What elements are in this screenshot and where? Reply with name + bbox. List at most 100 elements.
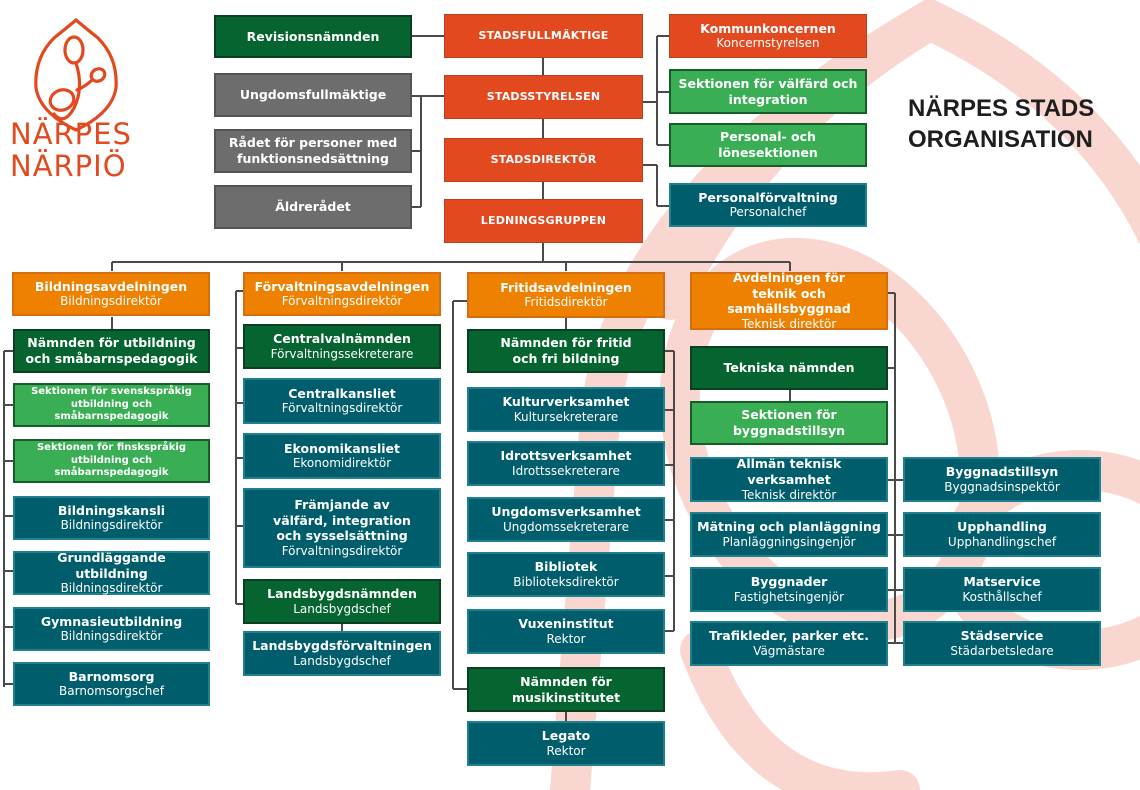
box-byggnader[interactable]: Byggnader Fastighetsingenjör: [690, 567, 888, 612]
box-landsbygdsnamnden[interactable]: Landsbygdsnämnden Landsbygdschef: [243, 579, 441, 624]
box-subtitle: Rektor: [546, 743, 586, 758]
box-allman-teknisk-verksamhet[interactable]: Allmän teknisk verksamhet Teknisk direkt…: [690, 456, 888, 502]
box-title: Bildningsavdelningen: [34, 278, 188, 294]
box-title: Legato: [541, 728, 591, 744]
box-subtitle: Kosthållschef: [962, 589, 1042, 604]
box-subtitle: Landsbygdschef: [293, 653, 391, 668]
box-title: Gymnasieutbildning: [40, 613, 183, 629]
box-aldreradet[interactable]: Äldrerådet: [214, 185, 412, 229]
box-stadsfullmaktige[interactable]: STADSFULLMÄKTIGE: [444, 14, 643, 58]
box-title: Trafikleder, parker etc.: [708, 628, 870, 644]
box-subtitle: Förvaltningsdirektör: [281, 401, 403, 416]
box-stadservice[interactable]: Städservice Städarbetsledare: [903, 621, 1101, 666]
box-title: Landsbygdsförvaltningen: [252, 638, 432, 654]
box-subtitle: Landsbygdschef: [293, 601, 391, 616]
box-matservice[interactable]: Matservice Kosthållschef: [903, 567, 1101, 612]
box-fritidsavdelningen[interactable]: Fritidsavdelningen Fritidsdirektör: [467, 272, 665, 318]
box-subtitle: Barnomsorgschef: [59, 684, 164, 699]
box-forvaltningsavdelningen[interactable]: Förvaltningsavdelningen Förvaltningsdire…: [243, 272, 441, 316]
box-title: Äldrerådet: [275, 199, 351, 215]
box-tekniska-namnden[interactable]: Tekniska nämnden: [690, 346, 888, 390]
box-ungdomsfullmaktige[interactable]: Ungdomsfullmäktige: [214, 73, 412, 117]
box-title: Nämnden för musikinstitutet: [511, 673, 621, 705]
box-title: Bibliotek: [534, 559, 598, 575]
box-title: Rådet för personer med funktionsnedsättn…: [228, 135, 398, 166]
box-vuxeninstitut[interactable]: Vuxeninstitut Rektor: [467, 609, 665, 654]
box-sektionen-finsksprakig[interactable]: Sektionen för finskspråkig utbildning oc…: [13, 439, 210, 483]
box-trafikleder[interactable]: Trafikleder, parker etc. Vägmästare: [690, 621, 888, 666]
box-sektionen-byggnadstillsyn[interactable]: Sektionen för byggnadstillsyn: [690, 401, 888, 445]
box-personalforvaltning[interactable]: Personalförvaltning Personalchef: [669, 183, 867, 227]
box-legato[interactable]: Legato Rektor: [467, 721, 665, 766]
box-radet-funktionsnedsattning[interactable]: Rådet för personer med funktionsnedsättn…: [214, 129, 412, 173]
box-grundlaggande-utbildning[interactable]: Grundläggande utbildning Bildningsdirekt…: [13, 549, 210, 595]
box-kommunkoncernen[interactable]: Kommunkoncernen Koncernstyrelsen: [669, 14, 867, 58]
box-kulturverksamhet[interactable]: Kulturverksamhet Kultursekreterare: [467, 387, 665, 432]
box-upphandling[interactable]: Upphandling Upphandlingschef: [903, 512, 1101, 557]
box-subtitle: Bildningsdirektör: [60, 629, 163, 644]
box-personal-lonesektionen[interactable]: Personal- och lönesektionen: [669, 123, 867, 167]
box-subtitle: Ungdomssekreterare: [503, 519, 629, 534]
box-subtitle: Kultursekreterare: [513, 409, 619, 424]
title-line-1: NÄRPES STADS: [908, 95, 1095, 122]
box-stadsdirektor[interactable]: STADSDIREKTÖR: [444, 138, 643, 182]
box-subtitle: Teknisk direktör: [741, 487, 837, 502]
box-title: Ekonomikansliet: [283, 440, 400, 456]
box-title: Ungdomsverksamhet: [491, 504, 641, 520]
box-subtitle: Förvaltningssekreterare: [270, 346, 414, 361]
box-title: Grundläggande utbildning: [57, 549, 166, 581]
box-ledningsgruppen[interactable]: LEDNINGSGRUPPEN: [444, 199, 643, 243]
box-title: Personalförvaltning: [698, 189, 838, 205]
box-title: Sektionen för byggnadstillsyn: [732, 407, 846, 438]
box-avdelningen-teknik[interactable]: Avdelningen för teknik och samhällsbyggn…: [690, 270, 888, 331]
box-subtitle: Städarbetsledare: [950, 643, 1054, 658]
box-subtitle: Rektor: [546, 631, 586, 646]
box-title: Ungdomsfullmäktige: [239, 87, 387, 103]
box-subtitle: Bildningsdirektör: [60, 518, 163, 533]
box-title: Fritidsavdelningen: [500, 279, 632, 295]
box-subtitle: Upphandlingschef: [947, 534, 1057, 549]
box-subtitle: Idrottssekreterare: [512, 463, 620, 478]
logo-leaf-icon: [34, 18, 118, 132]
box-title: Landsbygdsnämnden: [267, 586, 417, 602]
box-namnden-utbildning[interactable]: Nämnden för utbildning och småbarnspedag…: [13, 329, 210, 373]
box-subtitle: Biblioteksdirektör: [513, 574, 619, 589]
box-sektionen-valfard[interactable]: Sektionen för välfärd och integration: [669, 69, 867, 114]
box-barnomsorg[interactable]: Barnomsorg Barnomsorgschef: [13, 662, 210, 706]
box-subtitle: Planläggningsingenjör: [722, 534, 856, 549]
box-byggnadstillsyn[interactable]: Byggnadstillsyn Byggnadsinspektör: [903, 457, 1101, 502]
box-stadsstyrelsen[interactable]: STADSSTYRELSEN: [444, 75, 643, 119]
box-subtitle: Fastighetsingenjör: [733, 589, 845, 604]
box-centralvalnamnden[interactable]: Centralvalnämnden Förvaltningssekreterar…: [243, 324, 441, 369]
box-landsbygdsforvaltningen[interactable]: Landsbygdsförvaltningen Landsbygdschef: [243, 631, 441, 676]
box-subtitle: Personalchef: [729, 205, 807, 220]
box-title: Förvaltningsavdelningen: [254, 278, 430, 294]
box-subtitle: Vägmästare: [753, 643, 825, 658]
box-revisionsnamnden[interactable]: Revisionsnämnden: [214, 15, 412, 58]
box-title: Centralvalnämnden: [273, 331, 411, 347]
box-subtitle: Fritidsdirektör: [524, 295, 608, 310]
box-title: Upphandling: [957, 519, 1047, 535]
box-idrottsverksamhet[interactable]: Idrottsverksamhet Idrottssekreterare: [467, 441, 665, 486]
box-title: STADSFULLMÄKTIGE: [478, 29, 609, 43]
box-title: Byggnader: [750, 574, 828, 590]
box-title: Avdelningen för teknik och samhällsbyggn…: [727, 270, 851, 317]
box-ekonomikansliet[interactable]: Ekonomikansliet Ekonomidirektör: [243, 433, 441, 479]
box-bildningskansli[interactable]: Bildningskansli Bildningsdirektör: [13, 496, 210, 540]
box-namnden-fritid[interactable]: Nämnden för fritid och fri bildning: [467, 329, 665, 373]
box-matning-planlaggning[interactable]: Mätning och planläggning Planläggningsin…: [690, 512, 888, 557]
box-gymnasieutbildning[interactable]: Gymnasieutbildning Bildningsdirektör: [13, 607, 210, 651]
box-title: Nämnden för fritid och fri bildning: [500, 335, 632, 366]
box-title: Sektionen för svenskspråkig utbildning o…: [31, 386, 192, 423]
box-framjande-valfard[interactable]: Främjande av välfärd, integration och sy…: [243, 488, 441, 568]
box-title: Städservice: [960, 628, 1044, 644]
box-ungdomsverksamhet[interactable]: Ungdomsverksamhet Ungdomssekreterare: [467, 497, 665, 542]
box-sektionen-svensksprakig[interactable]: Sektionen för svenskspråkig utbildning o…: [13, 383, 210, 427]
box-bildningsavdelningen[interactable]: Bildningsavdelningen Bildningsdirektör: [12, 272, 210, 316]
box-namnden-musikinstitutet[interactable]: Nämnden för musikinstitutet: [467, 667, 665, 712]
box-subtitle: Bildningsdirektör: [60, 294, 162, 309]
box-centralkansliet[interactable]: Centralkansliet Förvaltningsdirektör: [243, 378, 441, 424]
box-bibliotek[interactable]: Bibliotek Biblioteksdirektör: [467, 552, 665, 597]
box-title: LEDNINGSGRUPPEN: [480, 214, 607, 228]
